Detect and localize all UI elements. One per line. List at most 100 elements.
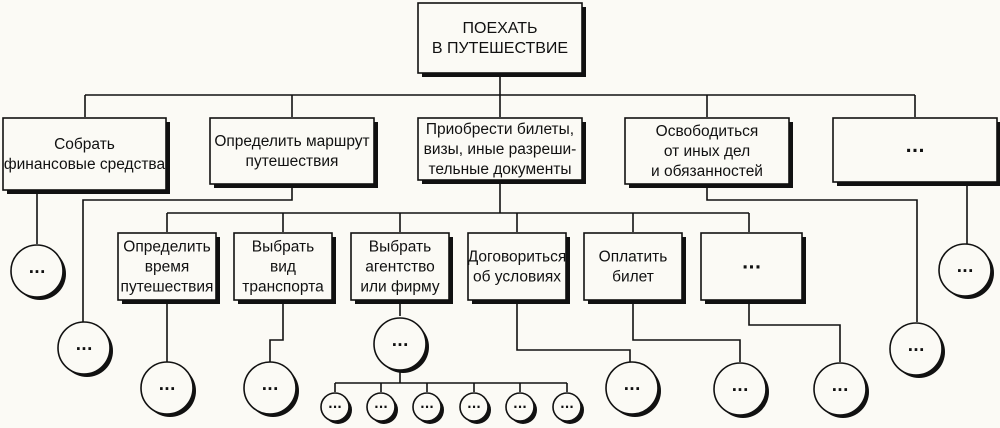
level2-node-3-frame — [350, 232, 450, 301]
ellipsis-circle-1: ... — [10, 244, 64, 298]
ellipsis-circle-9-label: ... — [731, 377, 748, 395]
level2-node-2-frame — [233, 232, 333, 301]
ellipsis-circle-3-outline — [938, 243, 992, 297]
level2-node-5-label-1: Оплатить — [599, 249, 668, 266]
level2-node-3-label-1: Выбрать — [369, 239, 431, 256]
level1-node-4-label-2: от иных дел — [664, 143, 750, 160]
level1-node-5-label-1: ... — [905, 137, 924, 157]
agency-sub-circle-2: ... — [366, 392, 396, 422]
level2-node-5: Оплатить билет — [583, 232, 683, 301]
level2-node-4-label-1: Договориться — [468, 249, 567, 266]
level2-node-1-frame — [117, 232, 217, 301]
level1-node-3-label-2: визы, иные разреши- — [424, 141, 577, 158]
nodes: ПОЕХАТЬ В ПУТЕШЕСТВИЕ Собрать финансовые ср… — [2, 2, 998, 422]
level1-node-2-label-1: Определить маршрут — [214, 133, 369, 150]
agency-sub-circle-3-outline — [412, 392, 442, 422]
ellipsis-circle-3-label: ... — [956, 258, 973, 276]
level1-node-1-label-1: Собрать — [54, 136, 115, 153]
agency-sub-circle-1-outline — [320, 392, 350, 422]
agency-sub-circle-1-label: ... — [328, 397, 342, 411]
level1-node-3-frame — [417, 117, 583, 181]
ellipsis-circle-10: ... — [813, 362, 867, 416]
ellipsis-circle-4-label: ... — [907, 337, 924, 355]
ellipsis-circle-1-label: ... — [28, 259, 45, 277]
level2-node-4-frame — [467, 232, 567, 301]
ellipsis-circle-4-outline — [889, 322, 943, 376]
ellipsis-circle-9: ... — [713, 362, 767, 416]
level1-node-1-frame — [2, 117, 167, 191]
root-node-label-1: ПОЕХАТЬ — [463, 20, 538, 37]
level1-node-1-label-2: финансовые средства — [4, 156, 166, 173]
ellipsis-circle-6-outline — [243, 361, 297, 415]
agency-sub-circle-6-label: ... — [560, 397, 574, 411]
agency-sub-circle-5-outline — [505, 392, 535, 422]
root-node: ПОЕХАТЬ В ПУТЕШЕСТВИЕ — [417, 2, 583, 74]
ellipsis-circle-8-outline — [605, 361, 659, 415]
ellipsis-circle-6: ... — [243, 361, 297, 415]
agency-sub-circle-2-outline — [366, 392, 396, 422]
ellipsis-circle-10-outline — [813, 362, 867, 416]
level2-node-4: Договориться об условиях — [467, 232, 567, 301]
level2-node-2: Выбрать вид транспорта — [233, 232, 333, 301]
level1-node-5-frame — [832, 117, 998, 183]
level2-node-2-label-3: транспорта — [242, 279, 324, 296]
level2-node-2-label-2: вид — [270, 259, 296, 276]
agency-sub-circle-1: ... — [320, 392, 350, 422]
agency-sub-circle-3-label: ... — [420, 397, 434, 411]
level1-node-4-label-1: Освободиться — [656, 123, 759, 140]
level1-node-4-label-3: и обязанностей — [651, 163, 763, 180]
level2-node-1-label-2: время — [145, 259, 190, 276]
ellipsis-circle-5: ... — [140, 361, 194, 415]
root-node-frame — [417, 2, 583, 74]
ellipsis-circle-9-outline — [713, 362, 767, 416]
agency-sub-circle-5: ... — [505, 392, 535, 422]
agency-sub-circle-2-label: ... — [374, 397, 388, 411]
level2-node-2-label-1: Выбрать — [252, 239, 314, 256]
level2-node-1: Определить время путешествия — [117, 232, 217, 301]
ellipsis-circle-3: ... — [938, 243, 992, 297]
level1-node-3-label-1: Приобрести билеты, — [426, 121, 574, 138]
connector-lines — [36, 76, 968, 392]
ellipsis-circle-7: ... — [373, 317, 427, 371]
agency-sub-circle-4-outline — [459, 392, 489, 422]
ellipsis-circle-7-label: ... — [391, 332, 408, 350]
agency-sub-circle-6-outline — [552, 392, 582, 422]
agency-sub-circle-5-label: ... — [513, 397, 527, 411]
level2-node-3: Выбрать агентство или фирму — [350, 232, 450, 301]
level1-node-4: Освободиться от иных дел и обязанностей — [624, 117, 790, 185]
level2-node-6: ... — [700, 232, 803, 301]
ellipsis-circle-5-outline — [140, 361, 194, 415]
level2-node-3-label-2: агентство — [365, 259, 435, 276]
root-node-label-2: В ПУТЕШЕСТВИЕ — [432, 40, 568, 57]
level2-node-4-label-2: об условиях — [473, 269, 561, 286]
level1-node-3-label-3: тельные документы — [428, 161, 571, 178]
level1-node-5: ... — [832, 117, 998, 183]
ellipsis-circle-10-label: ... — [831, 377, 848, 395]
level1-node-2-frame — [209, 117, 375, 185]
level2-node-1-label-3: путешествия — [121, 279, 214, 296]
level2-node-5-frame — [583, 232, 683, 301]
ellipsis-circle-2-outline — [57, 321, 111, 375]
agency-sub-circle-4-label: ... — [467, 397, 481, 411]
level2-node-6-label-1: ... — [742, 254, 761, 274]
level2-node-5-label-2: билет — [612, 269, 654, 286]
ellipsis-circle-8-label: ... — [623, 376, 640, 394]
agency-sub-circle-4: ... — [459, 392, 489, 422]
ellipsis-circle-2: ... — [57, 321, 111, 375]
level1-node-4-frame — [624, 117, 790, 185]
level2-node-3-label-3: или фирму — [360, 279, 440, 296]
ellipsis-circle-2-label: ... — [75, 336, 92, 354]
ellipsis-circle-8: ... — [605, 361, 659, 415]
ellipsis-circle-5-label: ... — [158, 376, 175, 394]
level2-node-1-label-1: Определить — [123, 239, 210, 256]
level1-node-3: Приобрести билеты, визы, иные разреши-тел… — [417, 117, 583, 181]
level1-node-1: Собрать финансовые средства — [2, 117, 167, 191]
ellipsis-circle-7-outline — [373, 317, 427, 371]
ellipsis-circle-6-label: ... — [261, 376, 278, 394]
agency-sub-circle-6: ... — [552, 392, 582, 422]
level2-node-6-frame — [700, 232, 803, 301]
ellipsis-circle-1-outline — [10, 244, 64, 298]
ellipsis-circle-4: ... — [889, 322, 943, 376]
